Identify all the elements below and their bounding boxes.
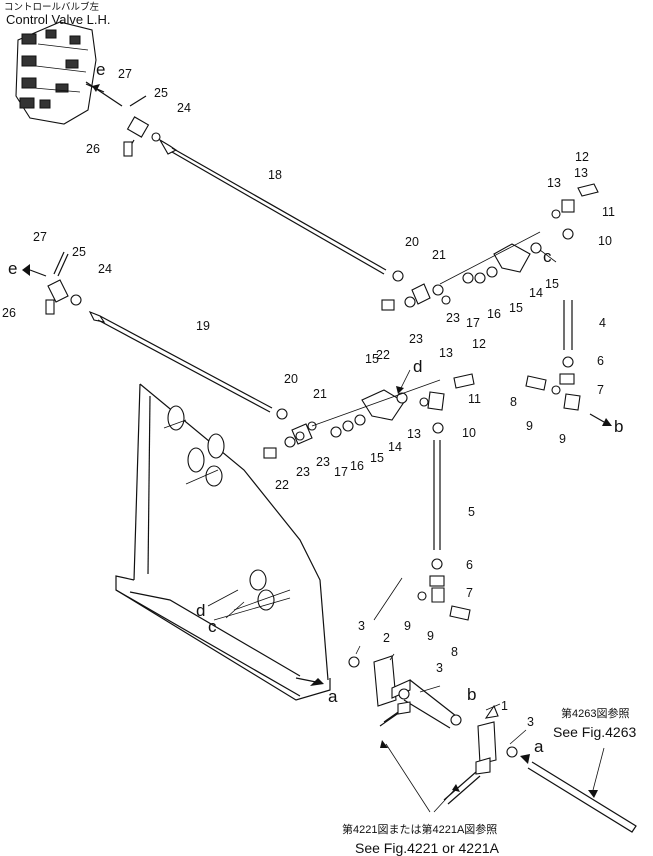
part-label-6: 6 <box>597 354 604 368</box>
frame-bracket-illustration <box>115 383 331 701</box>
connection-letter-c: c <box>543 247 552 266</box>
part-label-23: 23 <box>316 455 330 469</box>
connection-letter-b: b <box>467 685 476 704</box>
part-label-15: 15 <box>509 301 523 315</box>
part-label-20: 20 <box>405 235 419 249</box>
part-label-24: 24 <box>98 262 112 276</box>
part-label-16: 16 <box>350 459 364 473</box>
connection-letter-e: e <box>96 60 105 79</box>
part-label-8: 8 <box>510 395 517 409</box>
part-label-14: 14 <box>529 286 543 300</box>
part-label-25: 25 <box>72 245 86 259</box>
control-valve-label-en: Control Valve L.H. <box>6 12 111 27</box>
part-label-21: 21 <box>313 387 327 401</box>
part-label-14: 14 <box>388 440 402 454</box>
part-label-2: 2 <box>383 631 390 645</box>
part-label-10: 10 <box>598 234 612 248</box>
part-label-15: 15 <box>370 451 384 465</box>
connection-letter-a: a <box>328 687 338 706</box>
part-label-13: 13 <box>574 166 588 180</box>
part-label-21: 21 <box>432 248 446 262</box>
part-label-9: 9 <box>559 432 566 446</box>
part-label-10: 10 <box>462 426 476 440</box>
part-label-16: 16 <box>487 307 501 321</box>
part-label-27: 27 <box>33 230 47 244</box>
part-label-22: 22 <box>376 348 390 362</box>
part-label-11: 11 <box>468 392 481 406</box>
fig4221-reference-jp: 第4221図または第4221A図参照 <box>342 822 497 836</box>
part-label-9: 9 <box>427 629 434 643</box>
connection-letter-d: d <box>413 357 422 376</box>
part-label-27: 27 <box>118 67 132 81</box>
part-label-13: 13 <box>407 427 421 441</box>
part-label-9: 9 <box>526 419 533 433</box>
part-label-25: 25 <box>154 86 168 100</box>
bottom-shaft-assembly <box>348 655 637 833</box>
leader-lines <box>207 249 605 813</box>
part-label-23: 23 <box>409 332 423 346</box>
part-label-3: 3 <box>436 661 443 675</box>
part-label-1: 1 <box>501 699 508 713</box>
fig4221-reference-en: See Fig.4221 or 4221A <box>355 840 500 856</box>
part-label-12: 12 <box>575 150 589 164</box>
connection-letter-a: a <box>534 737 544 756</box>
part-label-23: 23 <box>296 465 310 479</box>
part-label-24: 24 <box>177 101 191 115</box>
part-label-3: 3 <box>527 715 534 729</box>
part-label-20: 20 <box>284 372 298 386</box>
part-label-18: 18 <box>268 168 282 182</box>
connection-letter-b: b <box>614 417 623 436</box>
part-label-17: 17 <box>334 465 348 479</box>
part-label-19: 19 <box>196 319 210 333</box>
part-label-22: 22 <box>275 478 289 492</box>
part-label-23: 23 <box>446 311 460 325</box>
part-label-6: 6 <box>466 558 473 572</box>
part-label-15: 15 <box>365 352 379 366</box>
part-label-13: 13 <box>547 176 561 190</box>
part-label-15: 15 <box>545 277 559 291</box>
part-label-13: 13 <box>439 346 453 360</box>
part-label-9: 9 <box>404 619 411 633</box>
part-label-11: 11 <box>602 205 615 219</box>
part-label-12: 12 <box>472 337 486 351</box>
part-label-5: 5 <box>468 505 475 519</box>
part-label-3: 3 <box>358 619 365 633</box>
connection-letter-c: c <box>208 617 217 636</box>
control-valve-label-jp: コントロールバルブ左 <box>4 1 100 13</box>
fig4263-reference-jp: 第4263図参照 <box>561 706 629 720</box>
part-label-8: 8 <box>451 645 458 659</box>
part-label-26: 26 <box>2 306 16 320</box>
part-label-7: 7 <box>466 586 473 600</box>
middle-lever-group <box>263 373 475 621</box>
lower-rod-assembly <box>22 251 288 420</box>
connection-letter-d: d <box>196 601 205 620</box>
connection-letter-e: e <box>8 259 17 278</box>
fig4263-reference-en: See Fig.4263 <box>553 724 636 740</box>
part-label-17: 17 <box>466 316 480 330</box>
upper-lever-group <box>381 183 612 426</box>
part-label-26: 26 <box>86 142 100 156</box>
part-label-4: 4 <box>599 316 606 330</box>
part-label-7: 7 <box>597 383 604 397</box>
control-valve-illustration <box>15 21 97 125</box>
upper-rod-assembly <box>85 81 404 282</box>
